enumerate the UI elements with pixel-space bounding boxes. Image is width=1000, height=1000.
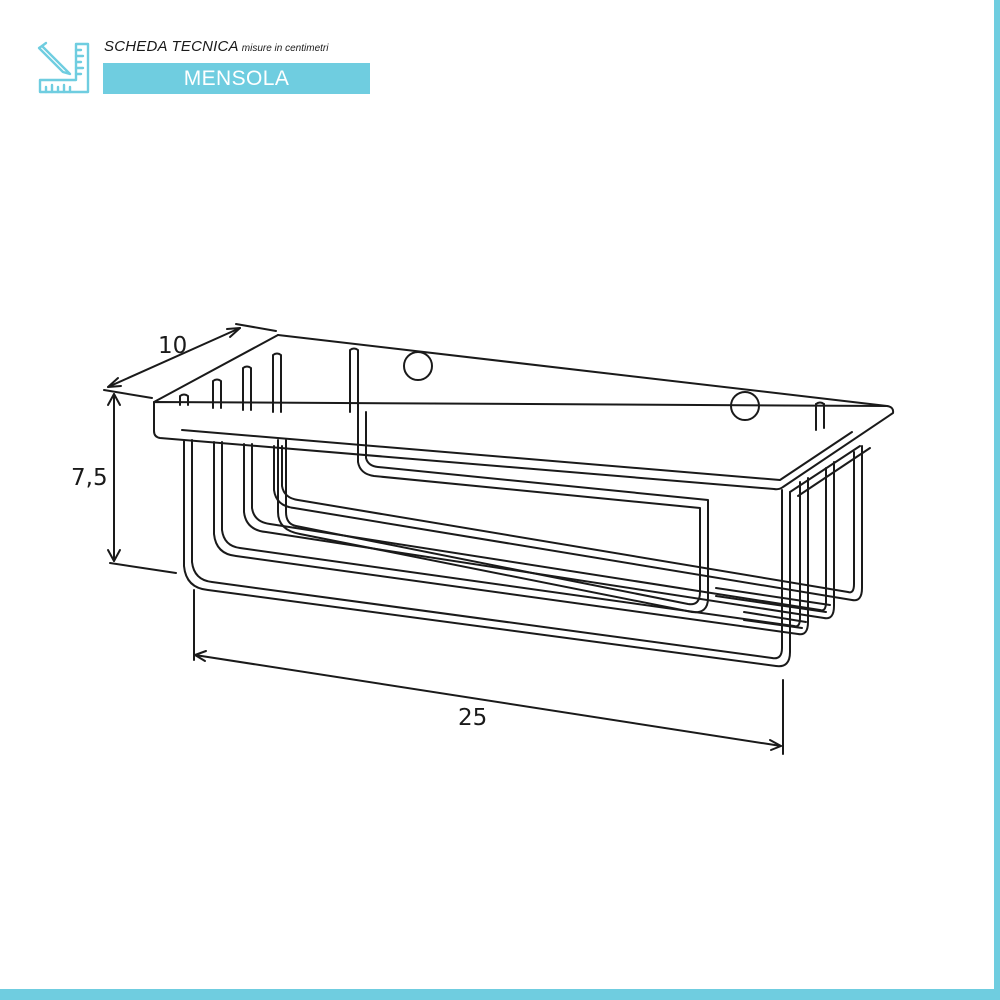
depth-dimension-line bbox=[103, 323, 277, 399]
rim-inner-edges bbox=[789, 445, 871, 497]
header-title-sub: misure in centimetri bbox=[241, 43, 329, 54]
product-name-band: MENSOLA bbox=[103, 63, 370, 94]
height-dimension-line bbox=[107, 393, 177, 574]
header-title-main: SCHEDA TECNICA bbox=[104, 38, 239, 55]
bottom-rails bbox=[715, 587, 831, 629]
depth-label: 10 bbox=[158, 333, 188, 359]
ruler-pencil-icon bbox=[37, 41, 90, 94]
width-dimension-line bbox=[193, 589, 784, 755]
width-label: 25 bbox=[458, 705, 488, 731]
shelf-posts bbox=[179, 347, 825, 431]
shelf-top-rim bbox=[153, 334, 895, 491]
mounting-holes bbox=[403, 351, 760, 421]
height-label: 7,5 bbox=[71, 465, 108, 491]
frame-bottom-border bbox=[0, 989, 1000, 1000]
frame-right-border bbox=[994, 0, 1000, 1000]
